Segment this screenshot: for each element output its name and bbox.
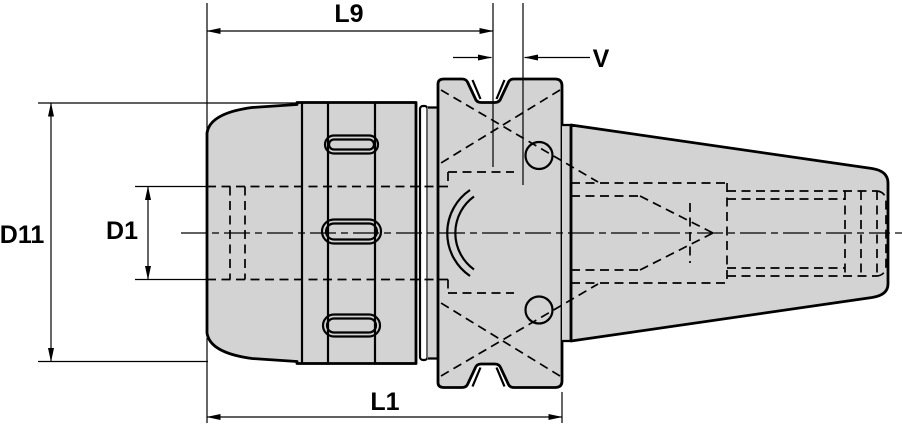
dimension-L1: L1	[206, 388, 563, 420]
dim-label-D1: D1	[106, 217, 138, 245]
flange-drive-hole-bottom	[524, 295, 554, 325]
dimension-V: V	[453, 45, 610, 73]
dimension-D11: D11	[0, 102, 54, 362]
dim-label-D11: D11	[0, 221, 44, 249]
sleeve-slots	[320, 134, 383, 338]
groove-chamfer-edges	[471, 79, 506, 387]
dim-label-L9: L9	[334, 0, 363, 28]
dim-label-L1: L1	[370, 388, 399, 416]
dimension-D1: D1	[106, 186, 151, 280]
flange-drive-hole-top	[524, 140, 554, 171]
dimension-L9: L9	[206, 0, 494, 34]
dimensions: L9 V D11 D1 L1	[0, 0, 610, 423]
taper-base-cylinder	[562, 125, 571, 341]
extension-lines	[38, 3, 563, 423]
hidden-detail-lines	[207, 89, 887, 377]
dim-label-V: V	[593, 45, 610, 73]
